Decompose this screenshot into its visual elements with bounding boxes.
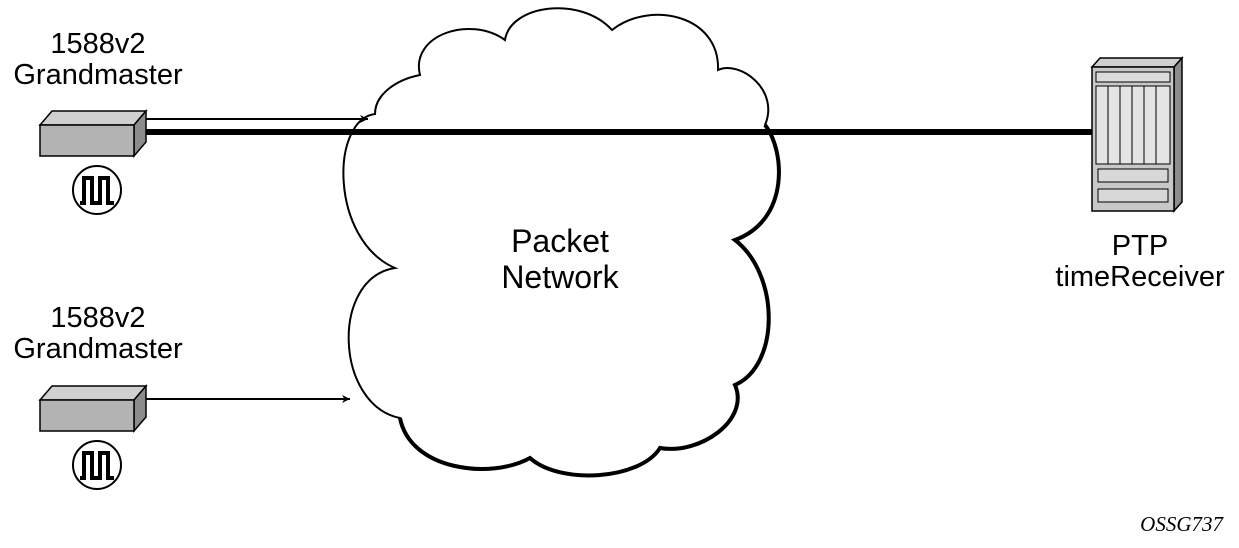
clock-pulse-icon <box>72 440 122 490</box>
grandmaster-top-line2: Grandmaster <box>13 59 183 91</box>
ptp-receiver-label: PTP timeReceiver <box>1040 231 1239 293</box>
receiver-line1: PTP <box>1111 230 1169 262</box>
packet-network-cloud <box>342 7 781 478</box>
router-chassis-icon <box>1090 56 1184 213</box>
cloud-line2: Network <box>501 259 619 295</box>
grandmaster-bottom-line2: Grandmaster <box>13 333 183 365</box>
grandmaster-bottom-label: 1588v2 Grandmaster <box>0 303 196 365</box>
clock-pulse-icon <box>72 165 122 215</box>
grandmaster-device-icon <box>38 383 148 434</box>
grandmaster-top-line1: 1588v2 <box>50 28 146 60</box>
cloud-line1: Packet <box>511 223 609 259</box>
grandmaster-top-label: 1588v2 Grandmaster <box>0 29 196 91</box>
grandmaster-bottom-line1: 1588v2 <box>50 302 146 334</box>
packet-network-label: Packet Network <box>470 223 650 295</box>
figure-id: OSSG737 <box>1140 512 1223 536</box>
grandmaster-device-icon <box>38 108 148 159</box>
receiver-line2: timeReceiver <box>1055 261 1225 293</box>
